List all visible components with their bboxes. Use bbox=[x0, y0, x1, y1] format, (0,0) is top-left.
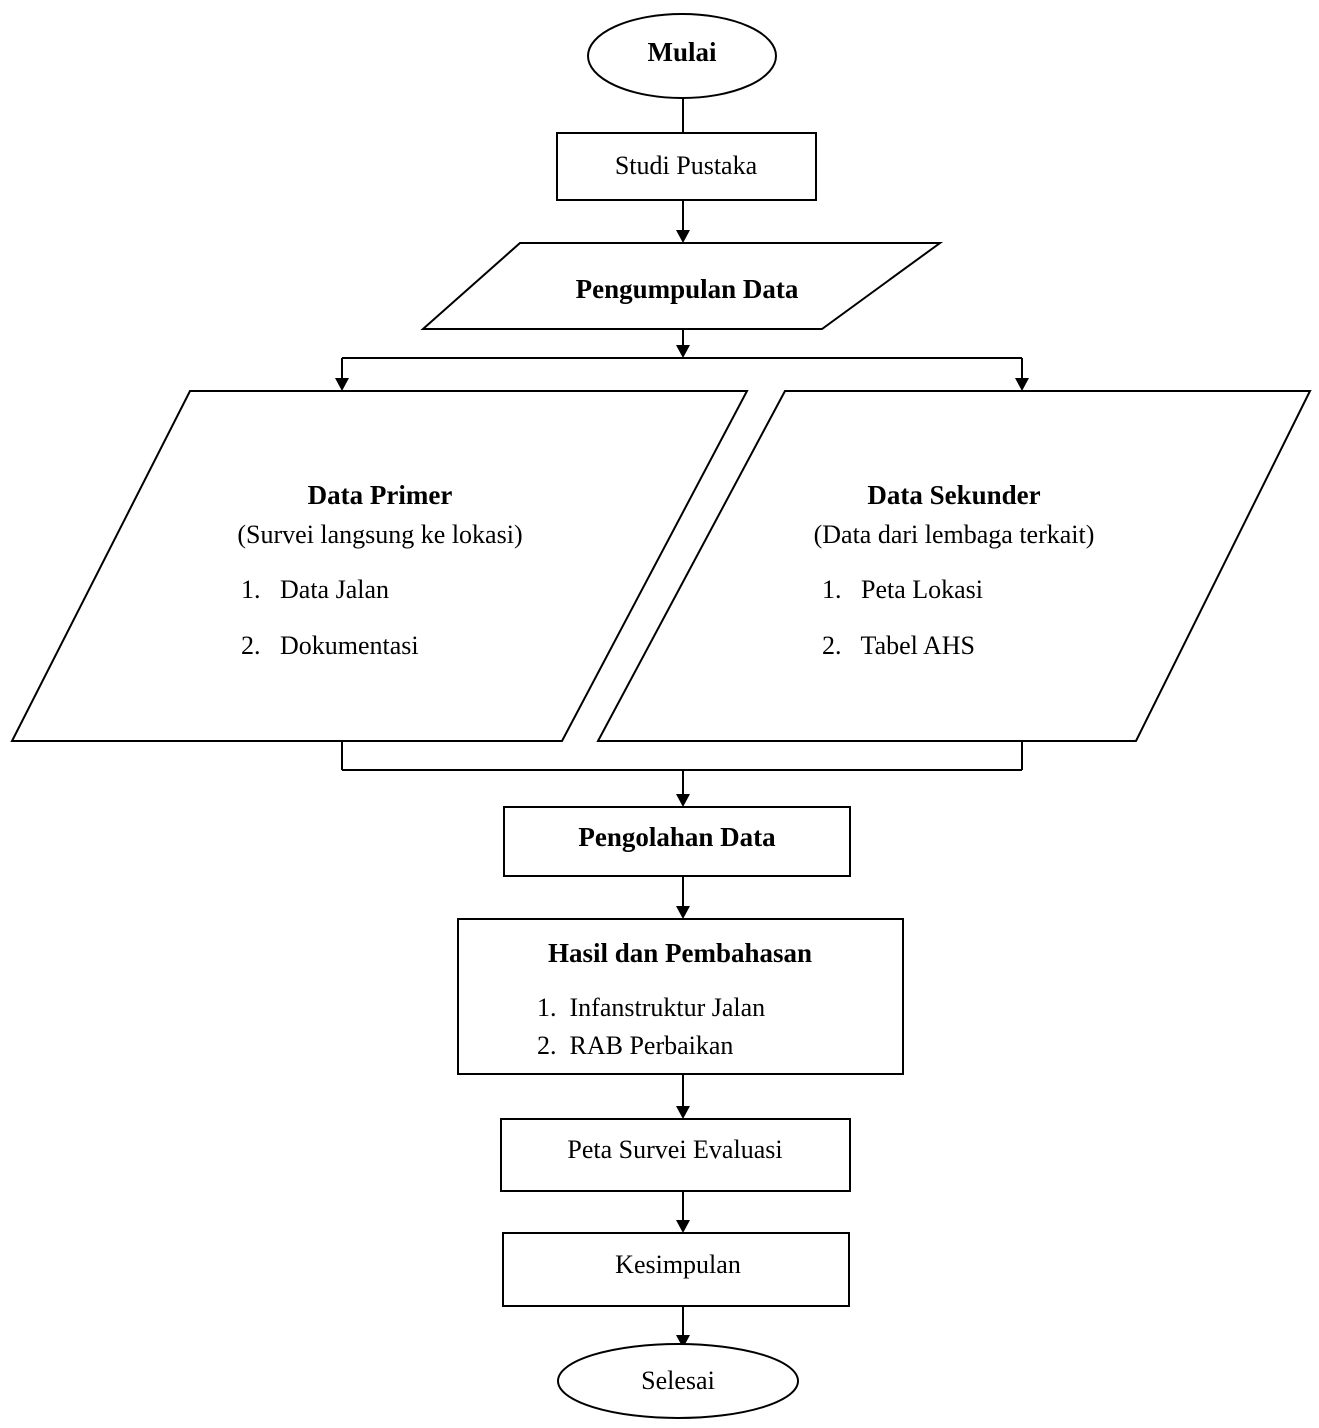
kesimpulan-label: Kesimpulan bbox=[615, 1250, 741, 1279]
data-primer-title: Data Primer bbox=[308, 480, 453, 510]
studi-pustaka-box: Studi Pustaka bbox=[556, 132, 817, 201]
start-node: Mulai bbox=[587, 13, 777, 99]
start-label: Mulai bbox=[647, 37, 717, 67]
hasil-item: 1. Infanstruktur Jalan bbox=[537, 993, 765, 1022]
peta-survei-box: Peta Survei Evaluasi bbox=[500, 1118, 851, 1192]
data-sekunder-subtitle: (Data dari lembaga terkait) bbox=[814, 520, 1095, 549]
pengumpulan-data-label: Pengumpulan Data bbox=[576, 274, 799, 304]
connectors bbox=[335, 92, 1029, 1348]
end-label: Selesai bbox=[641, 1366, 715, 1395]
data-sekunder-title: Data Sekunder bbox=[867, 480, 1040, 510]
pengolahan-data-box: Pengolahan Data bbox=[503, 806, 851, 877]
kesimpulan-box: Kesimpulan bbox=[502, 1232, 850, 1307]
data-primer-node: Data Primer (Survei langsung ke lokasi) … bbox=[10, 390, 749, 742]
data-sekunder-node: Data Sekunder (Data dari lembaga terkait… bbox=[596, 390, 1312, 742]
data-sekunder-item: 1. Peta Lokasi bbox=[822, 575, 983, 604]
data-primer-subtitle: (Survei langsung ke lokasi) bbox=[237, 520, 522, 549]
peta-survei-label: Peta Survei Evaluasi bbox=[567, 1135, 782, 1164]
hasil-title: Hasil dan Pembahasan bbox=[548, 938, 812, 968]
data-primer-item: 1. Data Jalan bbox=[241, 575, 389, 604]
data-primer-item: 2. Dokumentasi bbox=[241, 631, 419, 660]
end-node: Selesai bbox=[557, 1343, 799, 1419]
hasil-item: 2. RAB Perbaikan bbox=[537, 1031, 733, 1060]
studi-pustaka-label: Studi Pustaka bbox=[615, 151, 758, 180]
pengolahan-data-label: Pengolahan Data bbox=[578, 822, 776, 852]
data-sekunder-item: 2. Tabel AHS bbox=[822, 631, 975, 660]
pengumpulan-data-node: Pengumpulan Data bbox=[420, 242, 944, 330]
hasil-pembahasan-box: Hasil dan Pembahasan 1. Infanstruktur Ja… bbox=[457, 918, 904, 1075]
